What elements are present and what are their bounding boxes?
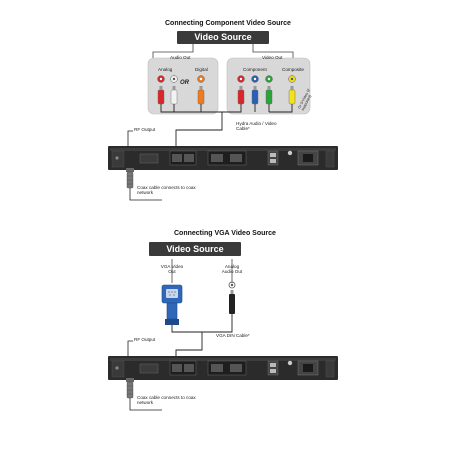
headend-rack-unit-2 — [108, 356, 338, 380]
analog-audio-out-label: Analog Audio Out — [221, 264, 243, 275]
analog-label: Analog — [158, 67, 173, 72]
coax-connector-1 — [126, 168, 134, 189]
diagram-2-heading: Connecting VGA Video Source — [174, 230, 276, 237]
video-out-label: Video Out — [262, 55, 283, 60]
source-to-panel-lines — [152, 42, 294, 58]
rca-jack-analog-white — [170, 75, 178, 83]
rf-output-label-2: RF Output — [134, 337, 156, 342]
rca-jack-digital-orange — [197, 75, 205, 83]
coax-label-2: Coax cable connects to coax network — [137, 395, 196, 406]
rca-jack-component-green — [265, 75, 273, 83]
audio-out-label: Audio Out — [170, 55, 191, 60]
audio-mini-jack — [228, 281, 236, 314]
headend-rack-unit-1 — [108, 146, 338, 170]
or-label: OR — [180, 80, 189, 86]
vga-connector — [161, 284, 183, 325]
rca-jack-component-red — [237, 75, 245, 83]
vga-video-out-label: VGA Video Out — [160, 264, 184, 275]
rca-jack-composite-yellow — [288, 75, 296, 83]
coax-connector-2 — [126, 378, 134, 399]
rca-plug-component-green — [265, 86, 273, 105]
composite-label: Composite — [282, 67, 304, 72]
hydra-cable-label: Hydra Audio / Video Cable* — [236, 121, 277, 132]
rca-jack-analog-red — [157, 75, 165, 83]
video-source-box-2: Video Source — [149, 242, 241, 256]
diagram-1-heading: Connecting Component Video Source — [165, 20, 291, 27]
video-source-box-1: Video Source — [177, 31, 269, 44]
coax-label-1: Coax cable connects to coax network — [137, 185, 196, 196]
rf-output-label-1: RF Output — [134, 127, 156, 132]
digital-label: Digital — [195, 67, 208, 72]
hydra-cable — [160, 104, 293, 147]
source-to-connector-lines-2 — [171, 259, 233, 283]
vga-din-cable-label: VGA DIN Cable* — [216, 333, 250, 338]
component-label: Component — [243, 67, 267, 72]
vga-din-cable — [171, 314, 233, 358]
rca-jack-component-blue — [251, 75, 259, 83]
